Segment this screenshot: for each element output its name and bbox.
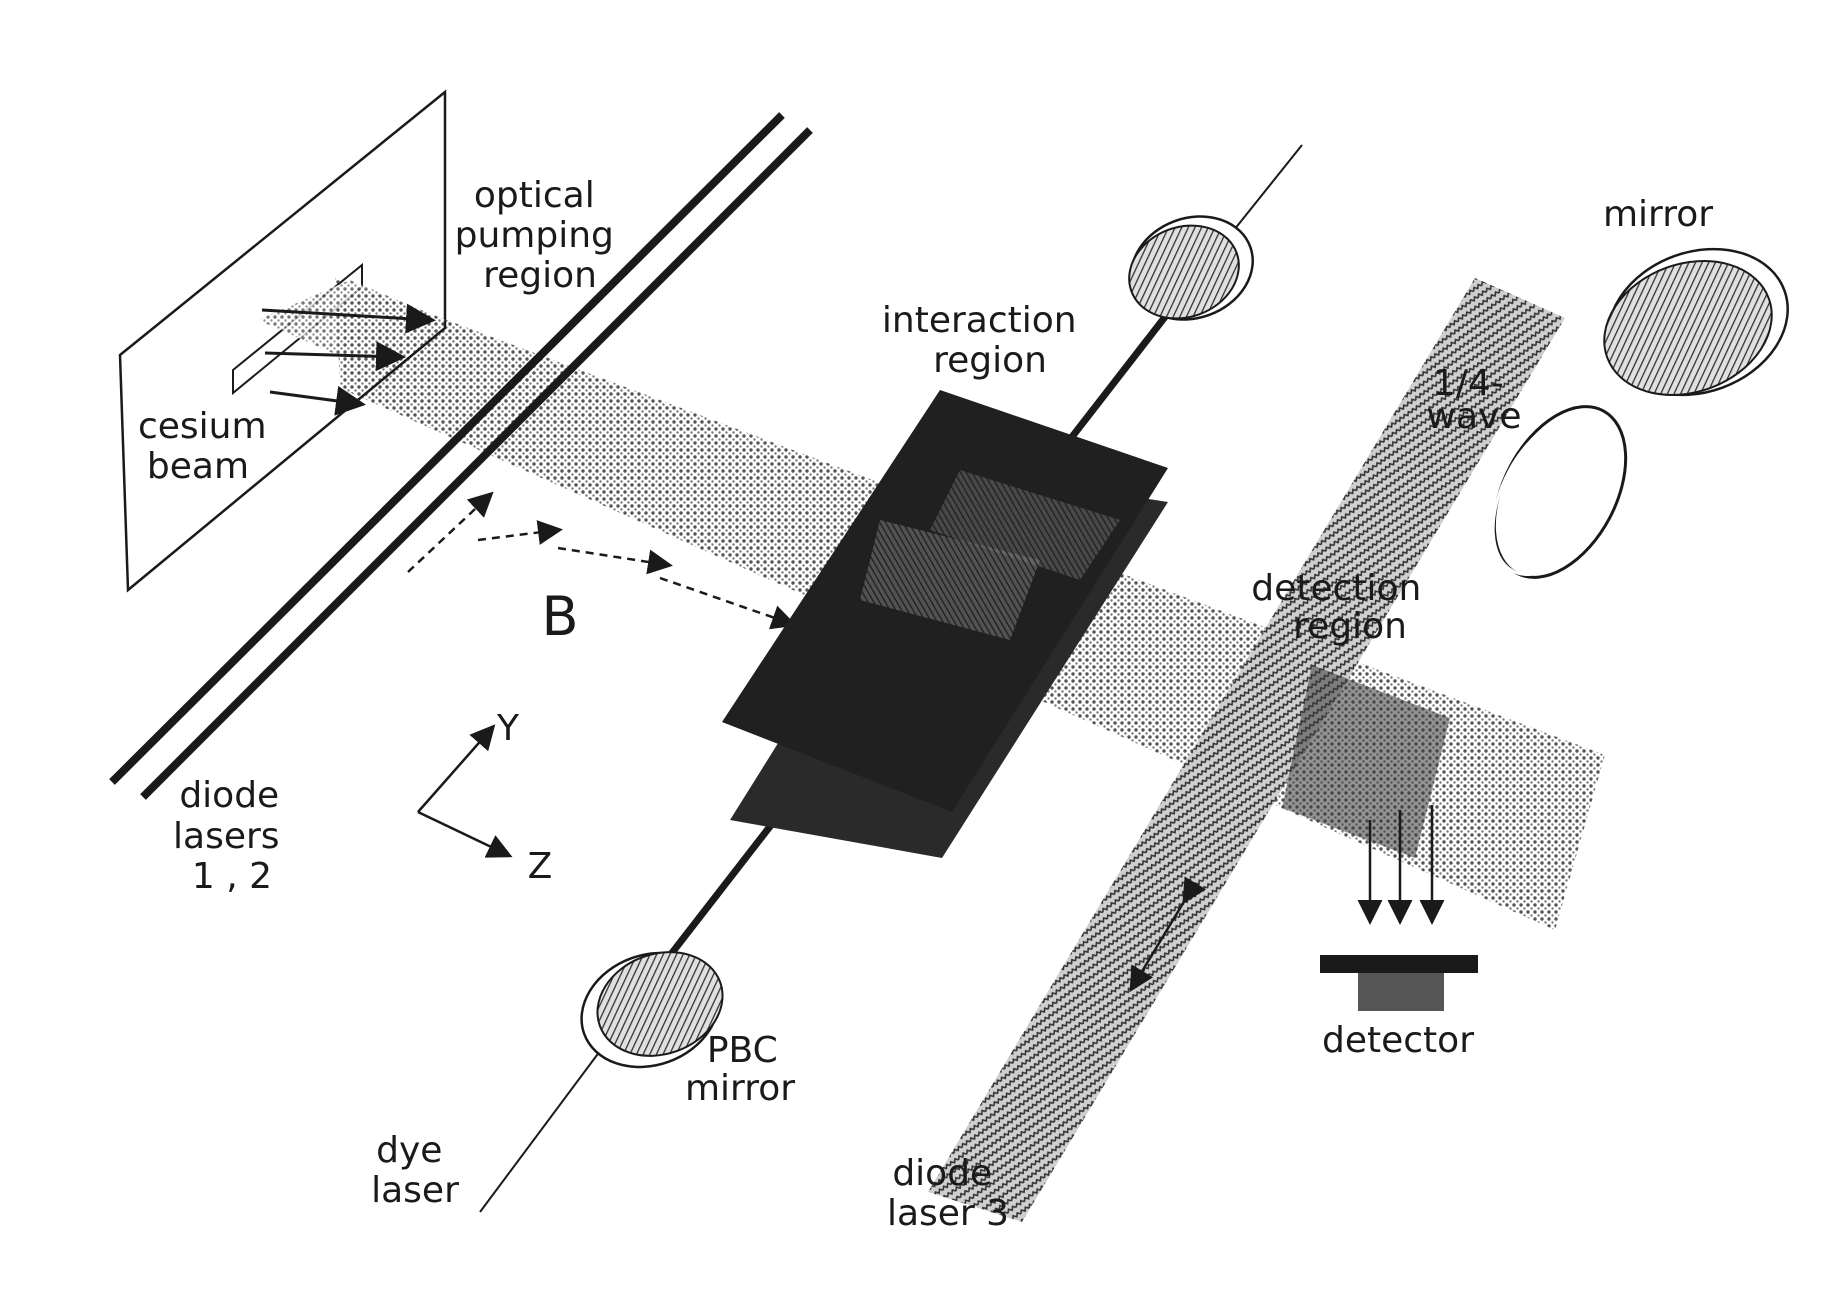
label-detector: detector bbox=[1322, 1020, 1474, 1061]
label-b-field: B bbox=[541, 585, 578, 648]
detector-plate bbox=[1320, 955, 1478, 973]
label-axis-y: Y bbox=[496, 708, 520, 749]
label-diode-lasers-1-2: diode lasers 1 , 2 bbox=[173, 775, 291, 897]
label-axis-z: Z bbox=[528, 846, 553, 887]
label-interaction-region: interaction region bbox=[882, 300, 1088, 381]
label-quarter-wave: 1/4- wave bbox=[1427, 363, 1522, 437]
label-optical-pumping-region: optical pumping region bbox=[455, 175, 626, 296]
atom-arrow bbox=[270, 392, 360, 404]
coordinate-axes bbox=[418, 728, 508, 855]
label-diode-laser-3: diode laser 3 bbox=[887, 1153, 1009, 1234]
label-dye-laser: dye laser bbox=[371, 1130, 459, 1211]
label-mirror: mirror bbox=[1603, 194, 1713, 235]
label-cesium-beam: cesium beam bbox=[138, 406, 278, 487]
detector-body bbox=[1358, 973, 1444, 1011]
